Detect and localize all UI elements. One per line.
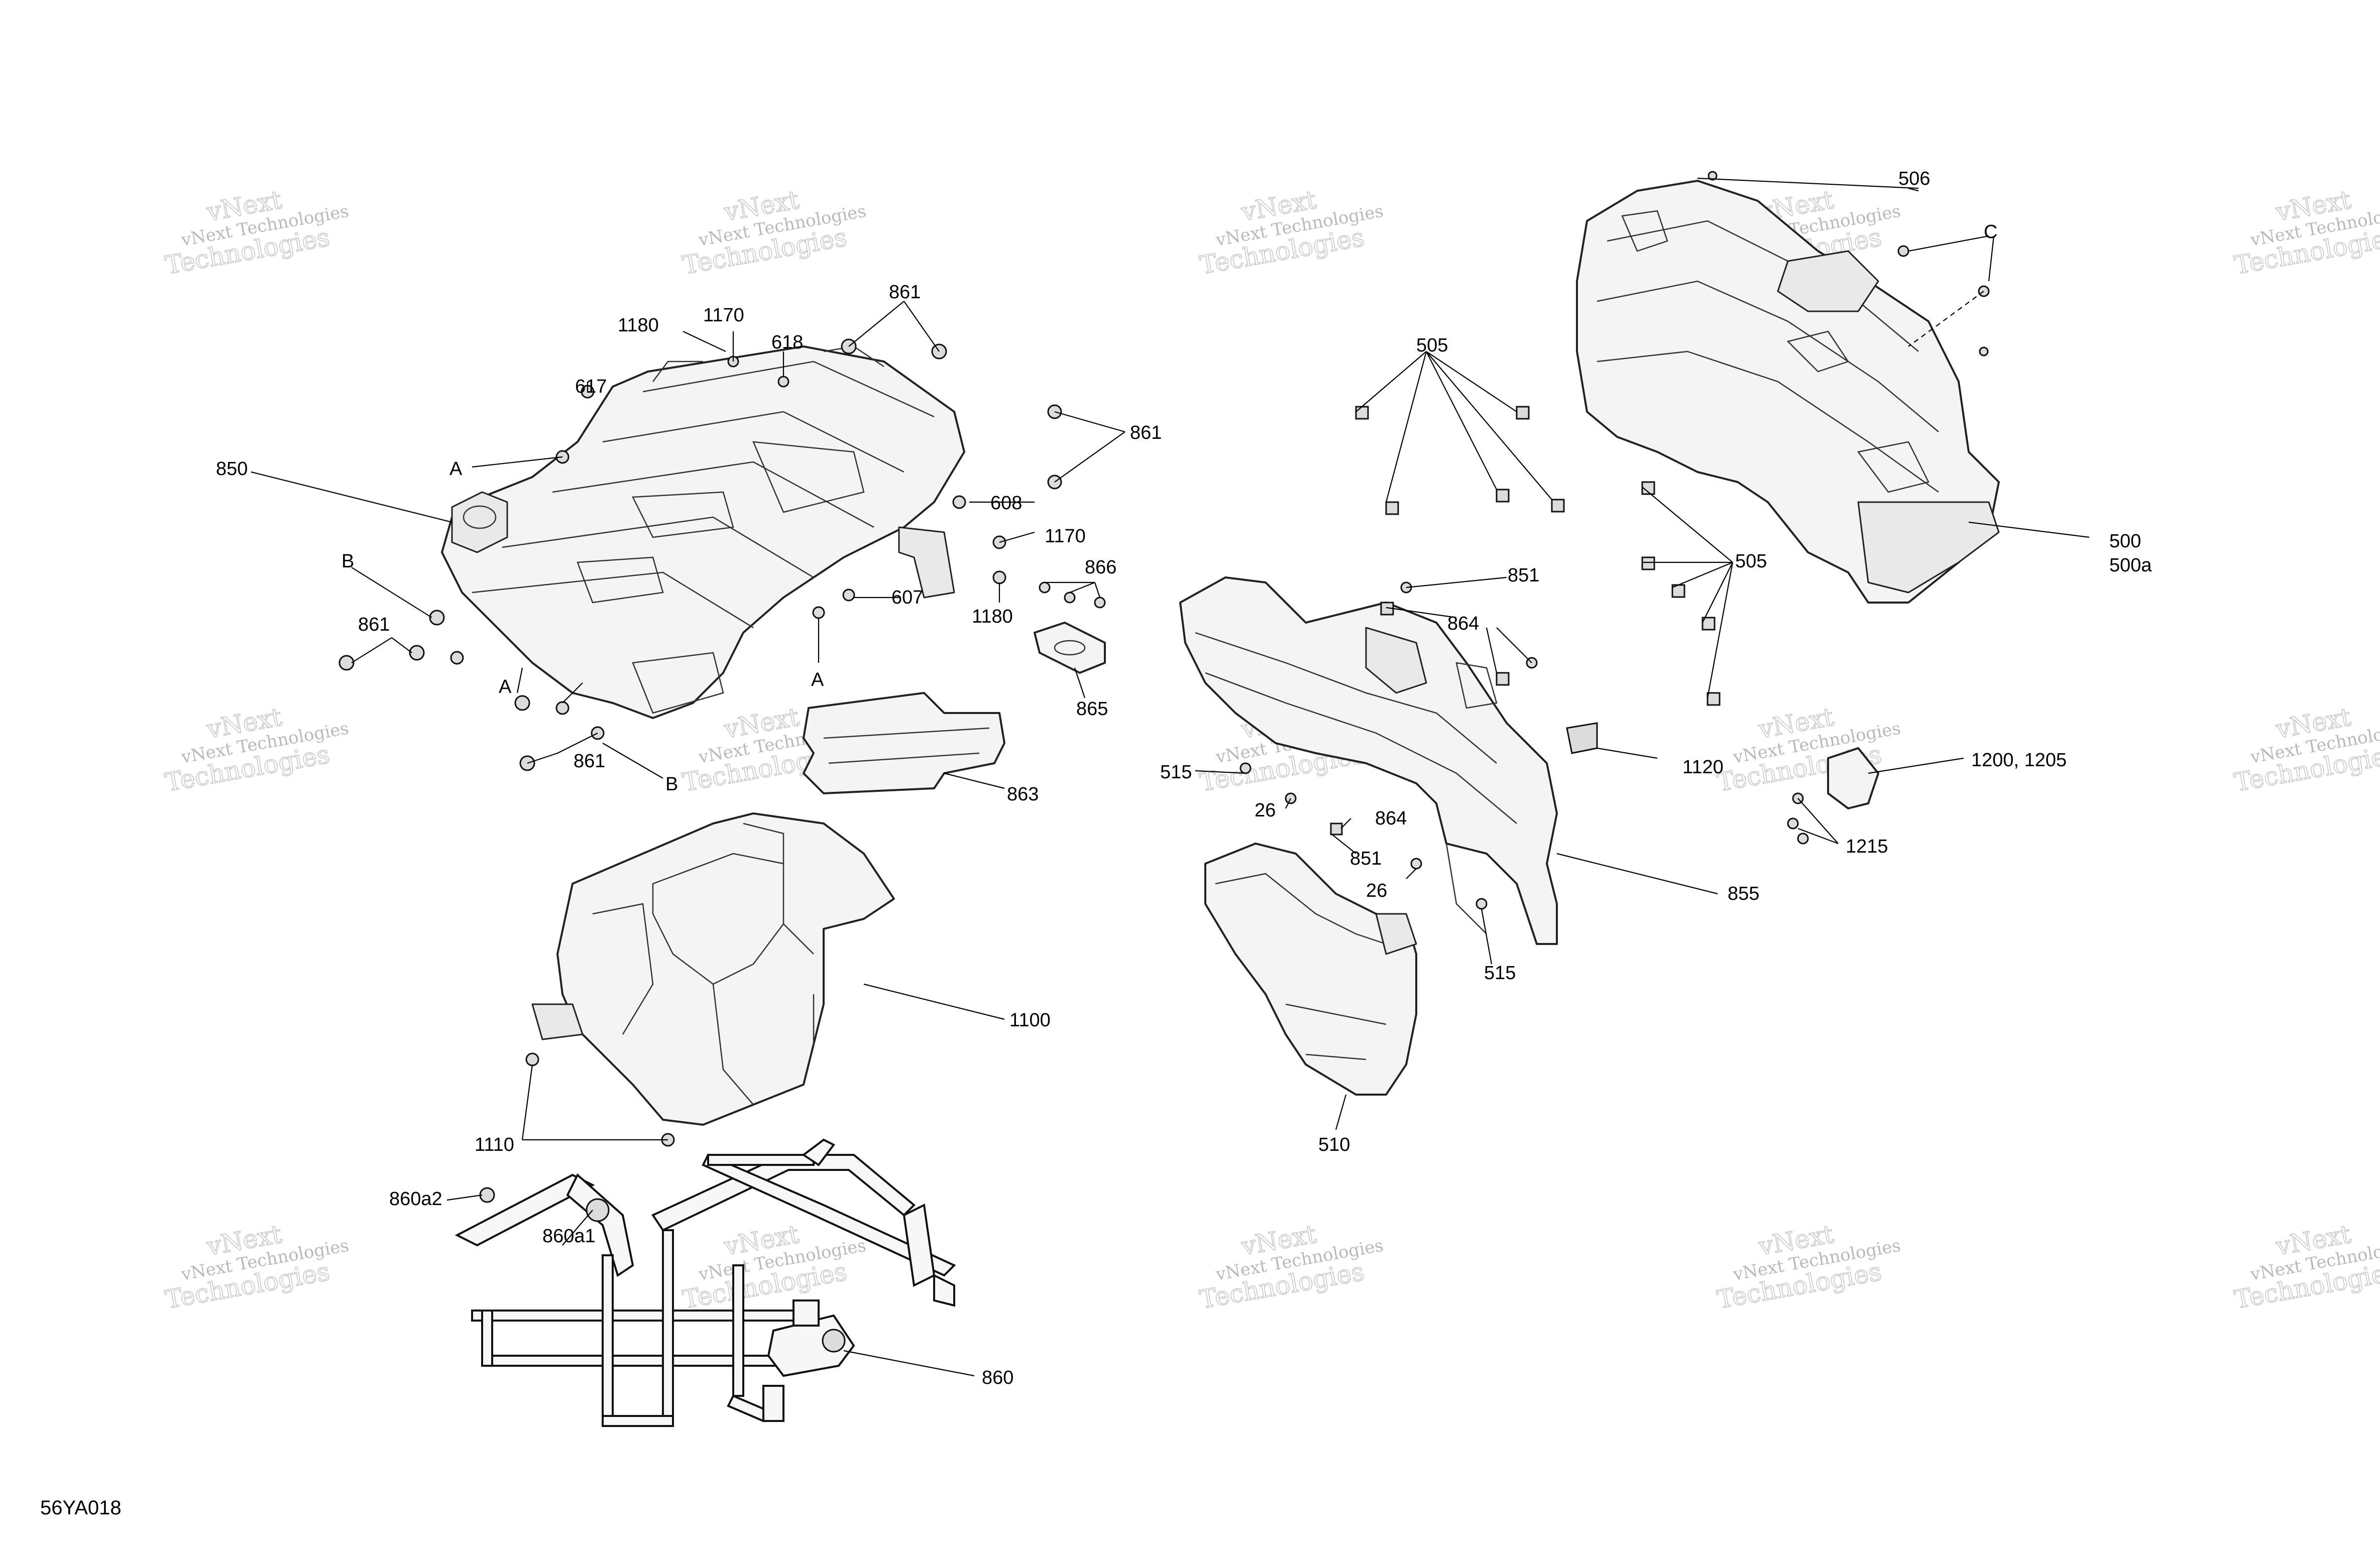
callout-861-top: 861	[889, 282, 921, 303]
callout-A-bot: A	[499, 676, 512, 697]
part-1200	[1827, 747, 1879, 809]
watermark: vNext vNext Technologies Technologies	[2232, 702, 2380, 798]
callout-1110: 1110	[475, 1134, 514, 1155]
callout-506: 506	[1898, 168, 1930, 189]
callout-A-top: A	[449, 458, 463, 480]
callout-1170-mid: 1170	[1045, 526, 1086, 547]
callout-515-left: 515	[1160, 762, 1192, 783]
lower-fender-510	[1204, 843, 1417, 1096]
watermark: vNext vNext Technologies Technologies	[2232, 1219, 2380, 1315]
callout-505-mid: 505	[1735, 551, 1767, 572]
callout-labels: 506 C 861 1180 1170 618 617 505 850 A 86…	[216, 168, 2152, 1388]
callout-860a1: 860a1	[542, 1226, 596, 1247]
rear-rack-850	[441, 345, 965, 719]
callout-863: 863	[1007, 784, 1039, 805]
callout-505-top: 505	[1416, 335, 1448, 356]
watermark: vNext vNext Technologies Technologies	[163, 702, 351, 798]
callout-861-left: 861	[358, 614, 390, 635]
callout-1120: 1120	[1682, 757, 1724, 778]
callout-26-mid: 26	[1366, 880, 1387, 901]
callout-26-top: 26	[1255, 800, 1276, 821]
watermark: vNext vNext Technologies Technologies	[680, 1219, 868, 1315]
watermark: vNext vNext Technologies Technologies	[1715, 1219, 1902, 1315]
callout-861-right: 861	[1130, 422, 1162, 443]
watermarks: vNext vNext Technologies Technologies vN…	[163, 185, 2380, 1315]
callout-607: 607	[891, 587, 923, 608]
inner-fender-1100	[531, 812, 895, 1126]
callout-510: 510	[1318, 1134, 1350, 1155]
skid-plate-863	[803, 692, 1005, 794]
leader-lines	[251, 177, 2090, 1377]
callout-860: 860	[982, 1367, 1013, 1388]
watermark: vNext vNext Technologies Technologies	[163, 1219, 351, 1315]
callout-1170-top: 1170	[703, 305, 744, 326]
callout-851-top: 851	[1508, 565, 1539, 586]
callout-A-mid: A	[811, 669, 824, 690]
watermark: vNext vNext Technologies Technologies	[1197, 185, 1385, 281]
callout-850: 850	[216, 458, 248, 480]
callout-1215: 1215	[1846, 836, 1888, 857]
callout-855: 855	[1728, 883, 1759, 904]
bracket-865	[1034, 622, 1106, 674]
front-panel-500	[1576, 180, 2000, 604]
callout-618: 618	[771, 332, 803, 353]
callout-C: C	[1984, 221, 1997, 243]
callout-500: 500	[2109, 531, 2141, 552]
callout-617: 617	[575, 376, 607, 397]
callout-1100: 1100	[1009, 1010, 1051, 1031]
callout-865: 865	[1076, 698, 1108, 720]
watermark: vNext vNext Technologies Technologies	[680, 185, 868, 281]
subframe-860	[455, 1138, 956, 1427]
callout-1180-mid: 1180	[972, 606, 1013, 627]
watermark: vNext vNext Technologies Technologies	[1197, 1219, 1385, 1315]
inner-fender-855	[1179, 576, 1558, 945]
callout-866: 866	[1085, 557, 1116, 578]
callout-500a: 500a	[2109, 555, 2152, 576]
callout-515-bot: 515	[1484, 963, 1516, 984]
watermark: vNext vNext Technologies Technologies	[2232, 185, 2380, 281]
callout-861-bot: 861	[574, 751, 605, 772]
callout-1180-top: 1180	[618, 315, 659, 336]
callout-864-mid: 864	[1375, 808, 1407, 829]
callout-860a2: 860a2	[389, 1189, 442, 1210]
watermark: vNext vNext Technologies Technologies	[1715, 702, 1902, 798]
callout-B-left: B	[342, 551, 354, 572]
callout-851-mid: 851	[1350, 848, 1382, 869]
callout-B-bot: B	[665, 774, 678, 795]
diagram-code: 56YA018	[40, 1497, 122, 1519]
grommet-1120	[1566, 722, 1598, 754]
callout-1200: 1200, 1205	[1971, 750, 2067, 771]
callout-608: 608	[990, 493, 1022, 514]
watermark: vNext vNext Technologies Technologies	[163, 185, 351, 281]
callout-864-top: 864	[1447, 613, 1479, 634]
